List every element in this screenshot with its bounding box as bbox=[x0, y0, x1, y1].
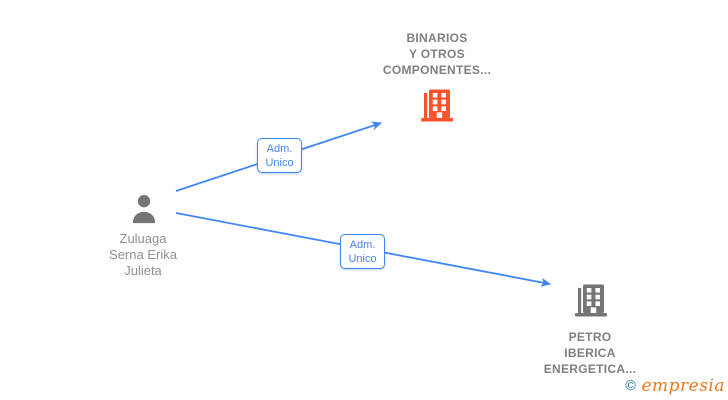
company-name-line: PETRO bbox=[568, 330, 612, 344]
edge-label-line: Adm. bbox=[266, 142, 293, 155]
building-icon[interactable] bbox=[419, 87, 455, 123]
company-name-line: IBERICA bbox=[564, 346, 616, 360]
edge-label-line: Unico bbox=[265, 156, 294, 169]
company-petro-label[interactable]: PETRO IBERICA ENERGETICA... bbox=[510, 329, 670, 377]
edge-label-adm-unico[interactable]: Adm. Unico bbox=[257, 138, 302, 173]
edge-label-line: Unico bbox=[348, 252, 377, 265]
company-name-line: COMPONENTES... bbox=[382, 63, 492, 77]
company-name-line: ENERGETICA... bbox=[543, 362, 637, 376]
building-icon[interactable] bbox=[573, 282, 609, 318]
person-name-label[interactable]: Zuluaga Serna Erika Julieta bbox=[63, 231, 223, 279]
empresia-watermark: ©empresia bbox=[623, 376, 725, 396]
person-icon[interactable] bbox=[126, 191, 162, 227]
company-name-line: Y OTROS bbox=[409, 47, 465, 61]
copyright-icon: © bbox=[623, 378, 638, 394]
company-name-line: BINARIOS bbox=[406, 31, 468, 45]
edge-label-adm-unico[interactable]: Adm. Unico bbox=[340, 234, 385, 269]
person-name-line: Serna Erika bbox=[109, 247, 177, 262]
company-binarios-label[interactable]: BINARIOS Y OTROS COMPONENTES... bbox=[357, 30, 517, 78]
person-name-line: Zuluaga bbox=[119, 231, 167, 246]
person-name-line: Julieta bbox=[124, 263, 162, 278]
brand-logo-text: empresia bbox=[641, 376, 725, 396]
edge-label-line: Adm. bbox=[349, 238, 376, 251]
